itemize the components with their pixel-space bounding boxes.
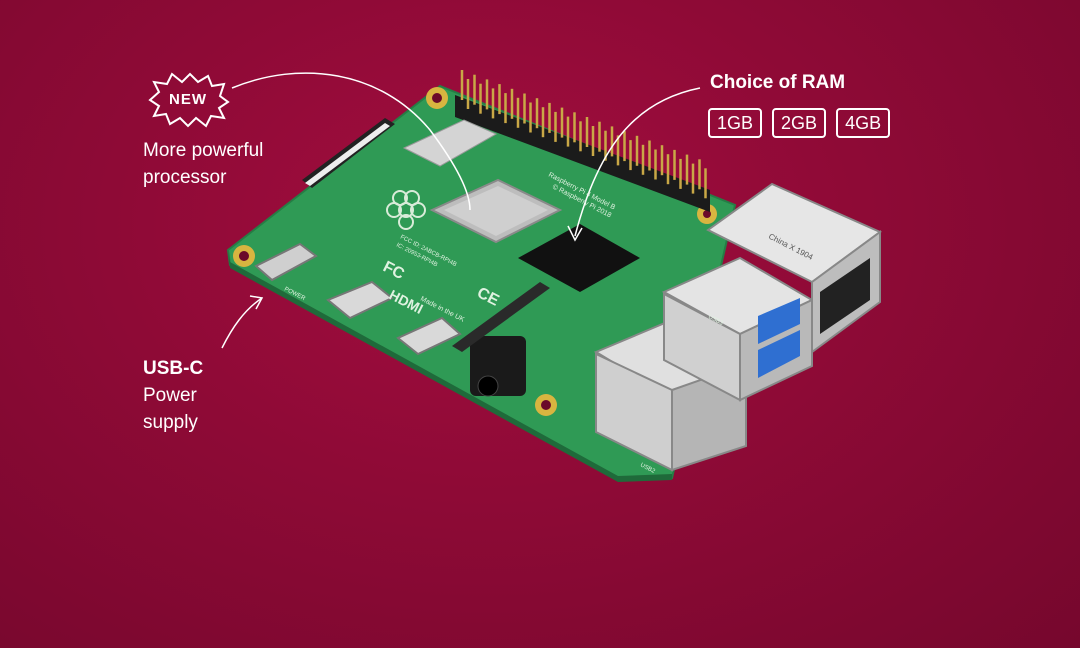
- micro-hdmi-port-0: [326, 280, 394, 320]
- processor-line-1: More powerful: [143, 140, 264, 161]
- ram-pointer: [574, 87, 701, 237]
- ram-chip: [518, 224, 640, 292]
- usbc-port: [254, 242, 318, 282]
- ram-title: Choice of RAM: [710, 72, 846, 93]
- raspberry-logo: [386, 190, 426, 230]
- new-badge: NEW: [146, 72, 230, 128]
- new-badge-label: NEW: [169, 91, 207, 108]
- wireless-module: [402, 119, 498, 167]
- usbc-line-3: supply: [143, 412, 198, 433]
- usbc-line-1: USB-C: [143, 358, 204, 379]
- ram-option-1gb: 1GB: [708, 108, 763, 138]
- ram-option-4gb: 4GB: [836, 108, 891, 138]
- processor-callout: More powerful processor: [143, 137, 263, 191]
- usbc-pointer: [221, 297, 263, 349]
- processor-pointer: [231, 72, 471, 211]
- gpio-header: [455, 70, 710, 212]
- ram-options: 1GB 2GB 4GB: [708, 108, 891, 138]
- usb-ports: [593, 256, 815, 472]
- starburst-icon: [148, 72, 230, 128]
- camera-connector: [452, 282, 550, 352]
- micro-hdmi-port-1: [396, 316, 462, 356]
- usbc-line-2: Power: [143, 385, 197, 406]
- ram-option-2gb: 2GB: [772, 108, 827, 138]
- usbc-callout: USB-C Power supply: [143, 355, 203, 436]
- ethernet-port: [706, 182, 882, 354]
- processor-line-2: processor: [143, 167, 227, 188]
